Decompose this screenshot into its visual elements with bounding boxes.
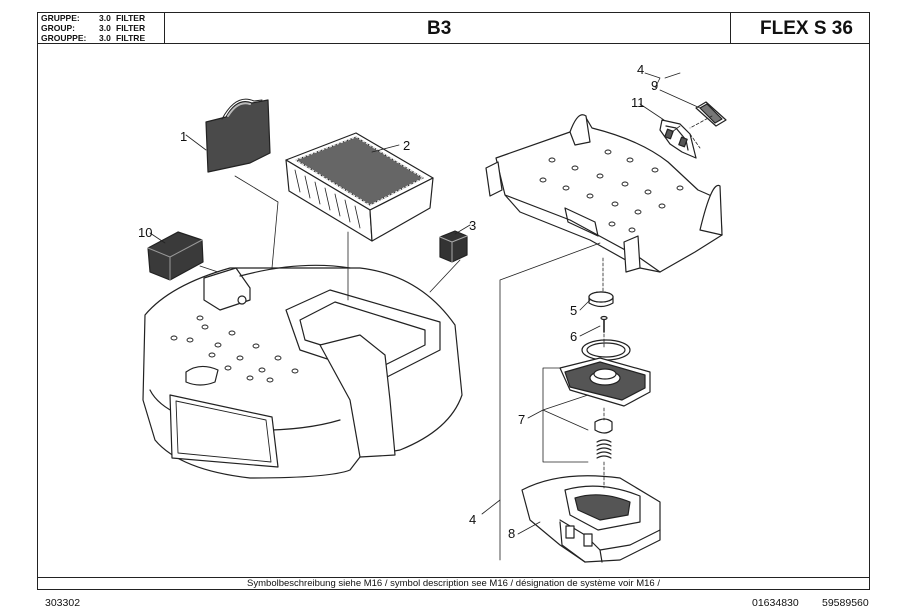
model-name: FLEX S 36 (760, 18, 853, 39)
label-part-1: 1 (180, 129, 187, 144)
title-block (37, 12, 870, 44)
footer-divider (37, 577, 870, 578)
label-part-3: 3 (469, 218, 476, 233)
connection-dashes (602, 115, 713, 489)
housing-vent-holes (170, 315, 299, 383)
drawing-frame (37, 12, 870, 590)
tray-vent-holes (539, 149, 684, 233)
sheet-code: B3 (427, 18, 452, 39)
part-6-screw (600, 315, 608, 333)
symbol-description-note: Symbolbeschreibung siehe M16 / symbol de… (247, 578, 660, 589)
part-8-filter-basket (521, 475, 661, 563)
part-5-cap (588, 291, 614, 308)
motor-head-housing (142, 264, 463, 479)
part-2-main-filter (285, 132, 434, 242)
doc-number-mid: 01634830 (752, 597, 799, 609)
part-number-labels: 1 2 3 10 4 9 11 5 6 7 4 8 (138, 62, 658, 541)
doc-number-right: 59589560 (822, 597, 869, 609)
part-1-prefilter-pad (205, 98, 271, 173)
label-part-9: 9 (651, 78, 658, 93)
part-9-plate (695, 101, 727, 127)
label-part-4-lower: 4 (469, 512, 476, 527)
part-11-latch (659, 119, 697, 159)
title-block-divider (164, 12, 165, 44)
label-part-2: 2 (403, 138, 410, 153)
leader-lines (149, 72, 701, 561)
label-part-6: 6 (570, 329, 577, 344)
label-part-5: 5 (570, 303, 577, 318)
doc-number-left: 303302 (45, 597, 81, 609)
title-block-divider (730, 12, 731, 44)
label-part-11: 11 (631, 95, 645, 110)
part-10-foam-filter (147, 231, 204, 281)
label-part-10: 10 (138, 225, 152, 240)
label-part-4-upper: 4 (637, 62, 644, 77)
part-3-foam-block (439, 230, 468, 263)
part-7-float-valve (559, 339, 651, 459)
label-part-7: 7 (518, 412, 525, 427)
filter-tray (485, 114, 723, 273)
label-part-8: 8 (508, 526, 515, 541)
